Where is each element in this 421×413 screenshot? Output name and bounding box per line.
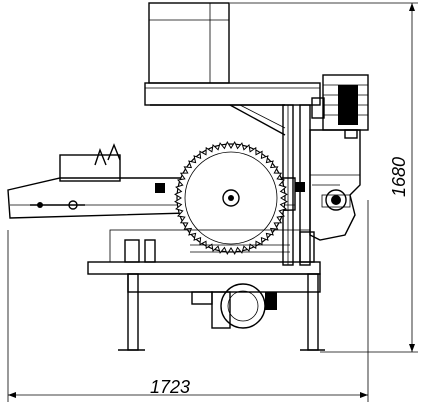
height-dimension-label: 1680 <box>389 157 409 197</box>
lower-frame <box>87 229 321 275</box>
upper-frame <box>144 2 321 136</box>
right-housing <box>309 129 361 241</box>
circular-saw-blade <box>174 141 288 255</box>
lower-motor-wheel <box>191 283 277 329</box>
dimension-lines <box>7 2 418 402</box>
feed-roller <box>321 189 351 211</box>
width-dimension-label: 1723 <box>150 377 190 397</box>
drive-motor <box>311 74 369 139</box>
base-frame <box>118 273 325 351</box>
infeed-table <box>7 143 305 219</box>
